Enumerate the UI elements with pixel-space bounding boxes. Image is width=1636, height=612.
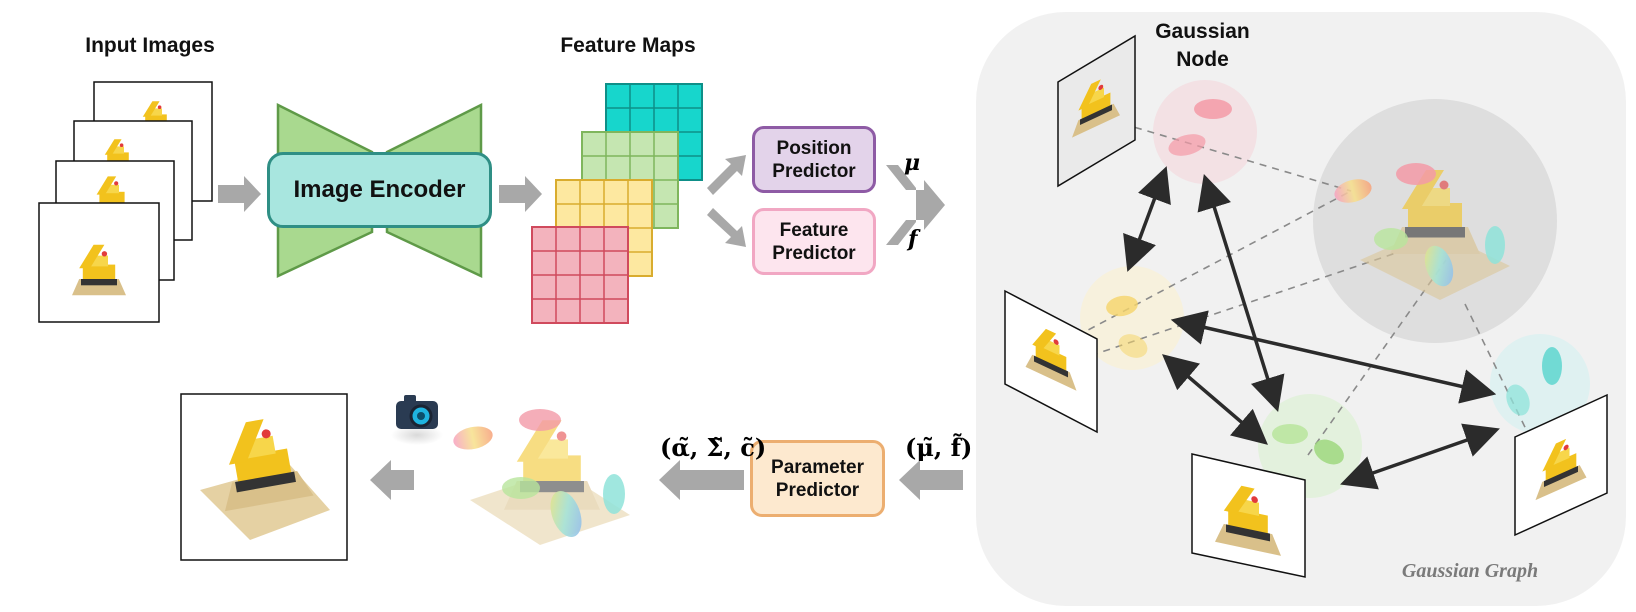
arrow-to-encoder bbox=[218, 176, 261, 212]
params-tilde-label: (α̃, Σ̃, c̃) bbox=[660, 433, 767, 462]
rendered-output-image bbox=[180, 393, 348, 561]
gray-arrows bbox=[218, 155, 963, 500]
input-images-label: Input Images bbox=[85, 34, 215, 57]
feature-predictor-block: Feature Predictor bbox=[752, 208, 876, 275]
arrow-to-feature bbox=[707, 208, 746, 247]
feature-maps-label: Feature Maps bbox=[560, 34, 696, 57]
parameter-predictor-block: Parameter Predictor bbox=[750, 440, 885, 517]
position-predictor-block: Position Predictor bbox=[752, 126, 876, 193]
input-image-stack bbox=[38, 81, 213, 323]
feature-map-red bbox=[531, 226, 629, 324]
gaussian-graph-label: Gaussian Graph bbox=[1401, 560, 1539, 582]
arrow-to-features bbox=[499, 176, 542, 212]
f-symbol: f bbox=[908, 226, 918, 252]
arrow-to-render bbox=[370, 460, 414, 500]
graph-view-top-left bbox=[1057, 34, 1136, 188]
graph-view-right bbox=[1514, 393, 1608, 537]
feature-map-grids bbox=[531, 83, 703, 324]
mu-symbol: μ bbox=[904, 150, 921, 176]
gaussian-ellipsoids-bottom bbox=[453, 409, 625, 538]
graph-view-left bbox=[1004, 289, 1098, 434]
mu-f-tilde-label: (μ̃, f̃) bbox=[905, 433, 973, 462]
merge-arrow bbox=[886, 165, 945, 245]
arrow-from-parameter bbox=[659, 460, 744, 500]
arrow-to-position bbox=[707, 155, 746, 195]
graph-view-bottom bbox=[1191, 453, 1306, 578]
graph-edges bbox=[1123, 166, 1500, 490]
camera-icon bbox=[391, 395, 443, 445]
arrow-to-parameter bbox=[899, 460, 963, 500]
image-encoder-block: Image Encoder bbox=[267, 152, 492, 228]
node-ellipsoids bbox=[1106, 99, 1562, 465]
gaussian-ellipsoids-graph bbox=[1334, 163, 1505, 287]
gaussian-node-label: Gaussian Node bbox=[1155, 20, 1250, 71]
